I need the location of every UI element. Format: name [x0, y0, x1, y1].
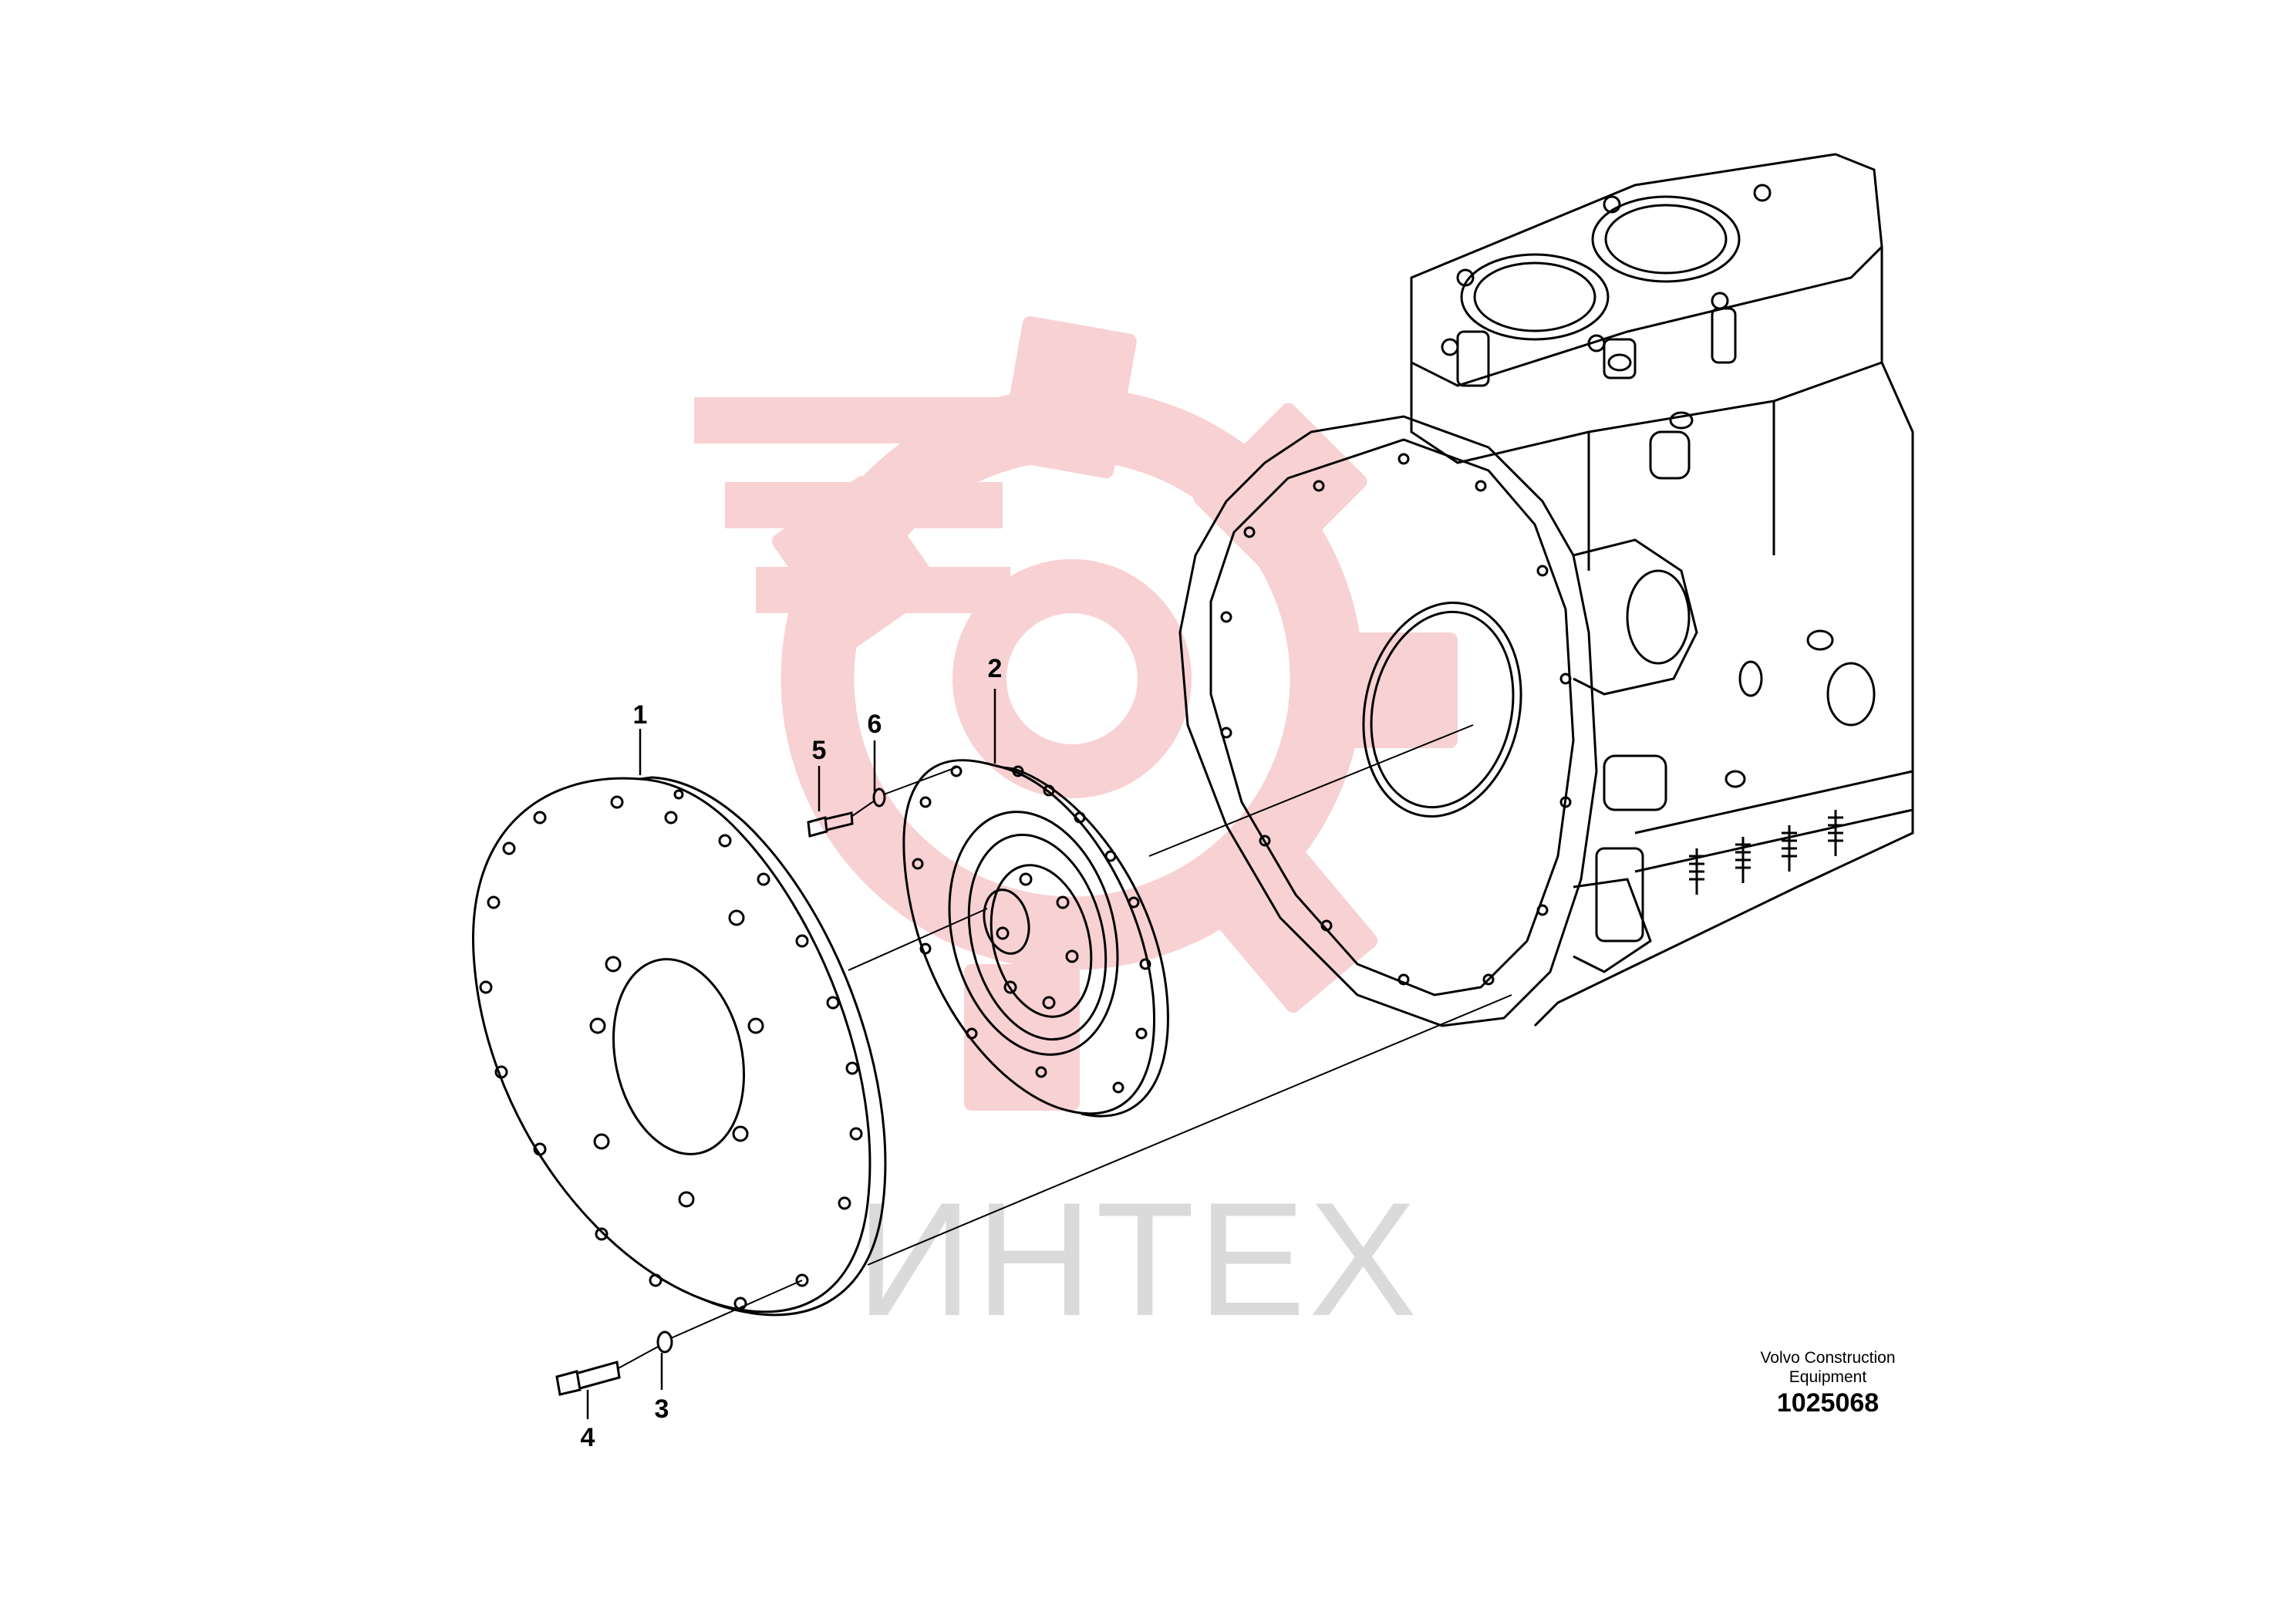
alignment-lines [617, 725, 1512, 1369]
drawing-number: 1025068 [1776, 1388, 1880, 1418]
callout-leaders [588, 689, 995, 1419]
drive-plate [904, 760, 1168, 1116]
valve-springs [1689, 810, 1843, 895]
cylinder-bore [1462, 255, 1608, 339]
flywheel [474, 777, 885, 1315]
watermark-gear-logo [694, 316, 1458, 1111]
watermark-speed-lines [694, 397, 1018, 613]
washer-part-6 [874, 789, 885, 806]
callout-4: 4 [581, 1423, 595, 1452]
bolt-part-4 [557, 1362, 619, 1394]
callout-6: 6 [868, 710, 882, 739]
watermark-gear-ring [818, 424, 1327, 933]
engine-block [1180, 154, 1913, 1026]
callout-1: 1 [633, 700, 648, 730]
callout-2: 2 [988, 654, 1003, 683]
washer-part-3 [658, 1332, 672, 1352]
watermark-gear-hub [979, 586, 1165, 771]
pilot-boss [978, 885, 1036, 958]
manufacturer-line-2: Equipment [1789, 1368, 1867, 1386]
watermark-text: ИНТЕХ [856, 1168, 1420, 1350]
flywheel-bore [596, 947, 761, 1167]
callout-3: 3 [655, 1394, 669, 1424]
manufacturer-line-1: Volvo Construction [1760, 1349, 1896, 1367]
callout-5: 5 [812, 736, 827, 765]
manufacturer-label: Volvo Construction Equipment [1697, 1348, 1959, 1387]
bolt-part-5 [808, 813, 852, 836]
crankshaft-bore [1344, 588, 1540, 831]
cylinder-bore [1593, 197, 1739, 282]
